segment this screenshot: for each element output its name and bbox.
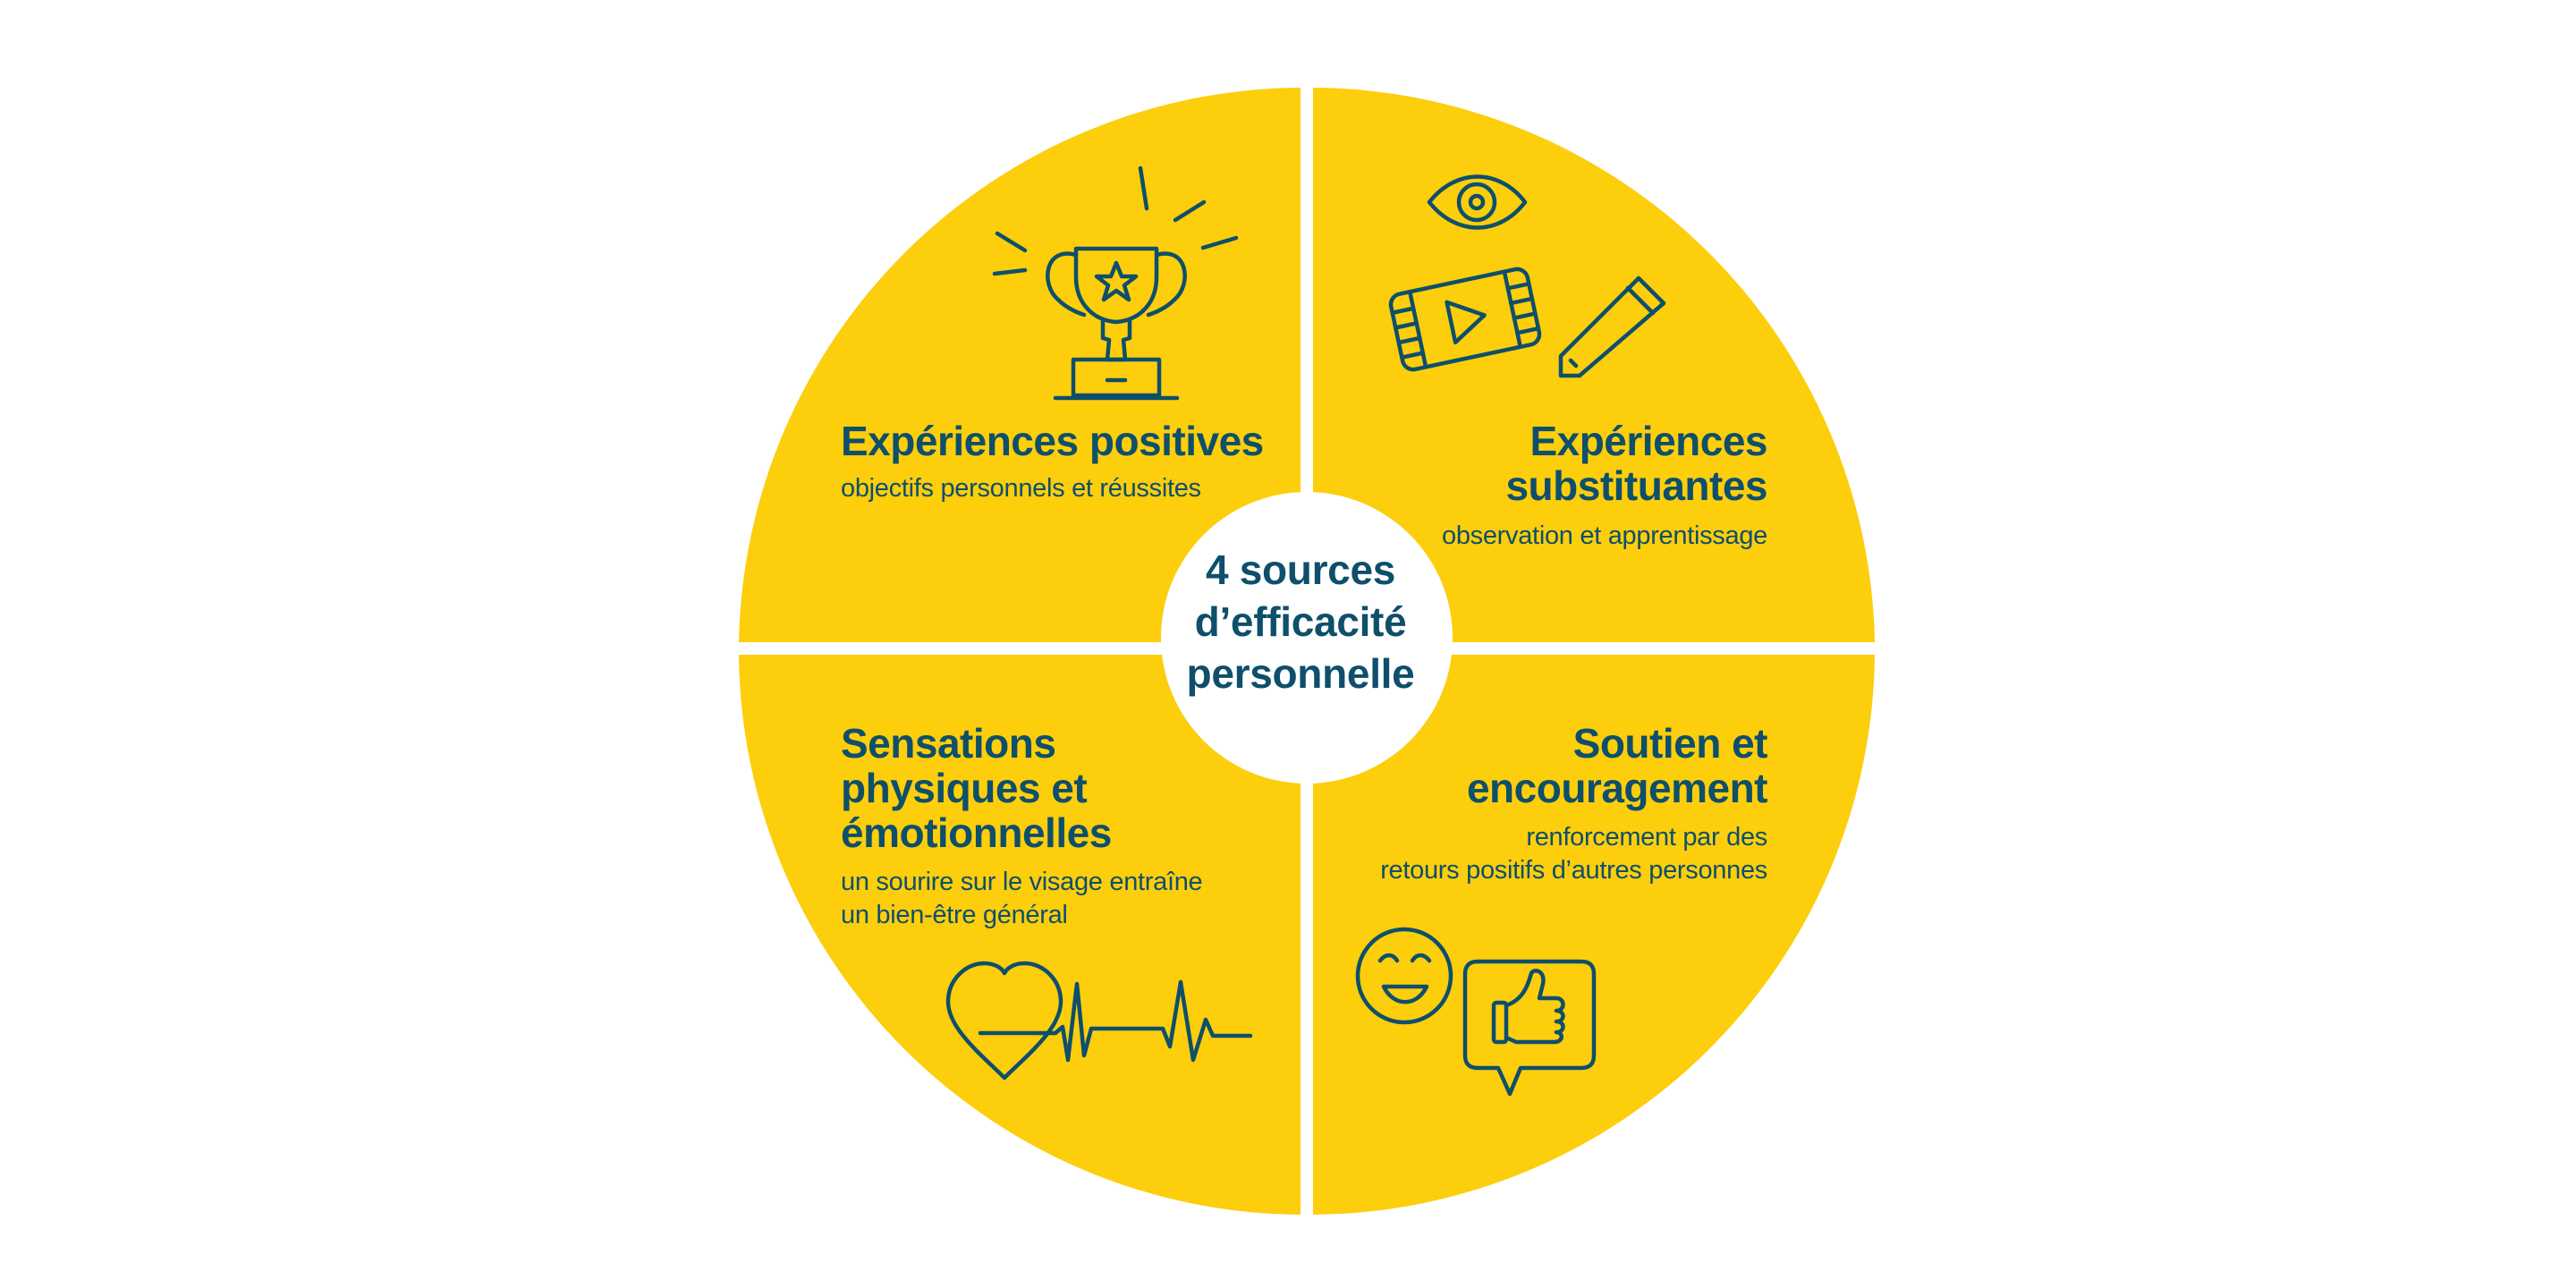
quadrant-bottom-left	[739, 655, 1301, 1215]
top-right-title-line-1: Expériences	[1530, 418, 1767, 464]
bottom-left-title: Sensations physiques et émotionnelles un…	[841, 721, 1270, 932]
center-label-line-2: d’efficacité	[1194, 598, 1407, 645]
bottom-right-title: Soutien et encouragement renforcement pa…	[1324, 721, 1767, 887]
bottom-left-title-line-1: Sensations	[841, 720, 1056, 767]
top-left-title: Expériences positives	[841, 418, 1264, 464]
trophy-icon	[992, 165, 1239, 401]
center-circle	[1161, 492, 1453, 784]
bottom-left-title-line-2: physiques et	[841, 765, 1088, 811]
top-left-subtitle: objectifs personnels et réussites	[841, 474, 1201, 503]
top-right-title-line-2: substituantes	[1505, 462, 1767, 509]
bottom-right-subtitle-line-2: retours positifs d’autres personnes	[1380, 856, 1767, 885]
bottom-left-title-line-3: émotionnelles	[841, 809, 1112, 856]
eye-video-pencil-icon	[1388, 174, 1666, 378]
center-label: 4 sources d’efficacité personnelle	[1157, 544, 1444, 699]
bottom-left-subtitle-line-2: un bien-être général	[841, 901, 1068, 929]
top-right-title: Expériences substituantes observation et…	[1342, 418, 1768, 553]
smiley-thumbs-up-icon	[1355, 927, 1597, 1097]
quadrant-top-left	[739, 88, 1301, 642]
heart-pulse-icon	[945, 961, 1253, 1080]
center-label-line-3: personnelle	[1186, 650, 1415, 697]
top-right-subtitle: observation et apprentissage	[1441, 521, 1767, 550]
bottom-right-title-line-2: encouragement	[1466, 765, 1768, 811]
bottom-right-title-line-1: Soutien et	[1572, 720, 1768, 767]
bottom-right-subtitle-line-1: renforcement par des	[1526, 823, 1767, 852]
bottom-left-subtitle-line-1: un sourire sur le visage entraîne	[841, 868, 1203, 896]
center-label-line-1: 4 sources	[1205, 547, 1396, 593]
quadrant-bottom-right	[1313, 655, 1875, 1215]
